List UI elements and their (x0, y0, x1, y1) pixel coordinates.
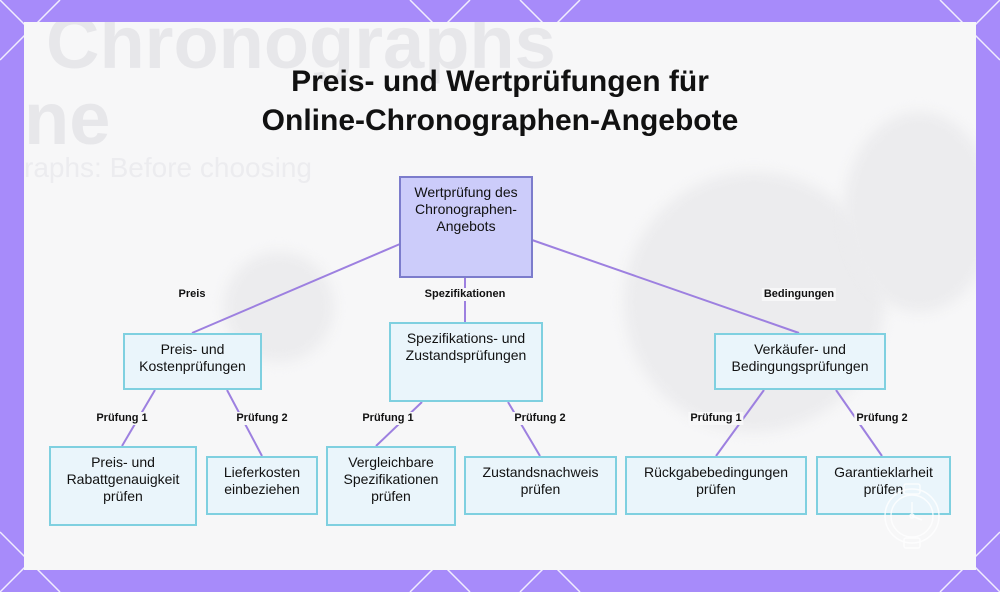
root-node-label: Wertprüfung des Chronographen-Angebots (414, 184, 518, 234)
leaf-node-garantie: Garantieklarheit prüfen (816, 456, 951, 515)
edge-spez-pruefung2 (507, 401, 541, 457)
edge-label-bedingungen: Bedingungen (761, 288, 837, 301)
branch-node-label: Spezifikations- und Zustandsprüfungen (405, 330, 527, 363)
edge-label-preis-pruefung-1: Prüfung 1 (94, 412, 150, 425)
edge-root-bedingungen (531, 239, 800, 334)
edge-label-preis: Preis (176, 288, 208, 301)
leaf-node-label: Zustandsnachweis prüfen (482, 464, 599, 497)
leaf-node-label: Preis- und Rabattgenauigkeit prüfen (66, 454, 180, 504)
background-watermark-subtitle: raphs: Before choosing (24, 152, 312, 183)
branch-node-label: Preis- und Kostenprüfungen (139, 341, 246, 374)
diagram-title: Preis- und Wertprüfungen für Online-Chro… (24, 62, 976, 140)
branch-node-bedingungen: Verkäufer- und Bedingungsprüfungen (714, 333, 886, 390)
background-watermark-text: ne (24, 77, 111, 160)
edge-label-spezifikationen: Spezifikationen (422, 288, 508, 301)
background-watch-shape (844, 112, 976, 312)
leaf-node-label: Garantieklarheit prüfen (834, 464, 933, 497)
background-watermark-text: Chronographs (46, 22, 556, 84)
root-node: Wertprüfung des Chronographen-Angebots (399, 176, 533, 278)
edge-label-spez-pruefung-2: Prüfung 2 (512, 412, 568, 425)
diagram-panel: Chronographs ne raphs: Before choosing P… (24, 22, 976, 570)
edge-label-preis-pruefung-2: Prüfung 2 (234, 412, 290, 425)
watch-emblem-icon (884, 483, 940, 549)
leaf-node-label: Rückgabebedingungen prüfen (643, 464, 788, 497)
leaf-node-label: Vergleichbare Spezifikationen prüfen (343, 454, 439, 504)
diagram-title-line: Preis- und Wertprüfungen für (291, 65, 709, 98)
branch-node-preis: Preis- und Kostenprüfungen (123, 333, 262, 390)
leaf-node-rueckgabe: Rückgabebedingungen prüfen (625, 456, 807, 515)
branch-node-spezifikationen: Spezifikations- und Zustandsprüfungen (389, 322, 543, 402)
leaf-node-label: Lieferkosten einbeziehen (223, 464, 301, 497)
leaf-node-lieferkosten: Lieferkosten einbeziehen (206, 456, 318, 515)
leaf-node-spezifikationen: Vergleichbare Spezifikationen prüfen (326, 446, 456, 526)
edge-label-spez-pruefung-1: Prüfung 1 (360, 412, 416, 425)
leaf-node-zustandsnachweis: Zustandsnachweis prüfen (464, 456, 617, 515)
diagram-title-line: Online-Chronographen-Angebote (261, 104, 739, 137)
branch-node-label: Verkäufer- und Bedingungsprüfungen (731, 341, 869, 374)
edge-root-preis (191, 243, 401, 334)
edge-label-bed-pruefung-2: Prüfung 2 (854, 412, 910, 425)
edge-label-bed-pruefung-1: Prüfung 1 (688, 412, 744, 425)
leaf-node-preis-rabatt: Preis- und Rabattgenauigkeit prüfen (49, 446, 197, 526)
